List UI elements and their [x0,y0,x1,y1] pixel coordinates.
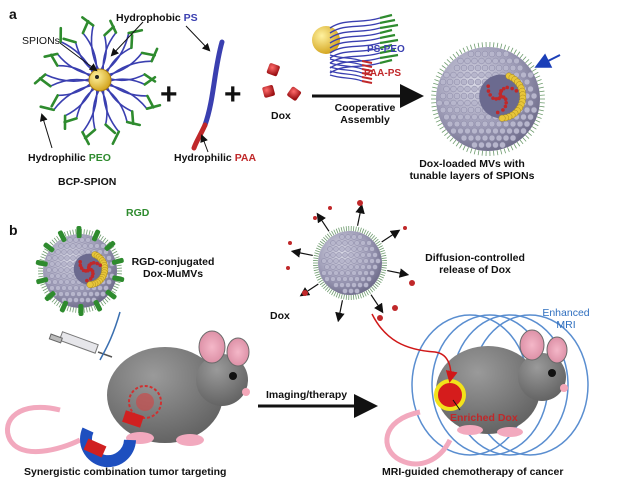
rgd-conj-line2: Dox-MuMVs [142,268,204,281]
peo-text: PEO [88,152,111,164]
paa-ps-chain [191,39,225,151]
ps-peo-inset [312,13,399,84]
imaging-therapy-label: Imaging/therapy [266,389,348,401]
release-vesicle [286,200,415,323]
enhanced-line1: Enhanced [542,307,590,319]
diffusion-line1: Diffusion-controlled [425,252,525,264]
enriched-dox-pointer [452,399,461,411]
dox-label-a: Dox [271,110,291,122]
dox-loaded-vesicle [431,42,545,156]
paa-text: PAA [234,152,257,164]
hydrophilic-paa-label: Hydrophilic PAA [174,152,256,164]
layer-pointer-arrow [534,53,561,68]
hydrophilic-text: Hydrophilic [28,152,86,164]
bcp-spion-label: BCP-SPION [58,176,117,188]
paa-ps-label: PAA-PS [364,68,402,79]
ps-pointer [110,21,144,57]
ps-peo-label: PS-PEO [367,44,405,55]
ps-chain-pointer [185,25,211,52]
spions-pointer [59,42,98,72]
synergistic-label: Synergistic combination tumor targeting [24,466,227,478]
spions-label: SPIONs [22,35,60,47]
enhanced-line2: MRI [556,319,576,332]
plus-sign-2: + [224,78,242,111]
mri-guided-label: MRI-guided chemotherapy of cancer [382,466,564,478]
syringe-icon [48,311,121,361]
rgd-conj-line1: RGD-conjugated [131,256,215,268]
hydrophilic-peo-label: Hydrophilic PEO [28,152,111,164]
panel-b-letter: b [9,222,18,238]
dox-label-b: Dox [270,310,290,322]
mouse-right-illustration [384,329,568,467]
cooperative-line2: Assembly [340,114,390,127]
diffusion-line2: release of Dox [439,264,511,277]
hydrophobic-text: Hydrophobic [116,12,181,24]
rgd-label: RGD [126,207,150,219]
result-line2: tunable layers of SPIONs [409,170,535,183]
rgd-vesicle [35,226,125,316]
dox-delivery-arrow [371,313,458,383]
ps-text: PS [183,12,198,24]
hydrophobic-label: Hydrophobic PS [116,12,198,24]
hydrophilic-mid-text: Hydrophilic [174,152,232,164]
magnet-icon [80,410,144,468]
paa-pointer [200,134,209,153]
peo-pointer [39,113,53,149]
cooperative-line1: Cooperative [334,102,396,114]
enriched-dox-label: Enriched Dox [450,412,518,424]
mouse-left-illustration [5,330,250,455]
result-line1: Dox-loaded MVs with [419,158,525,170]
plus-sign-1: + [160,78,178,111]
bcp-spion-illustration [33,16,162,146]
dox-molecules [262,63,301,101]
panel-a-letter: a [9,6,17,22]
